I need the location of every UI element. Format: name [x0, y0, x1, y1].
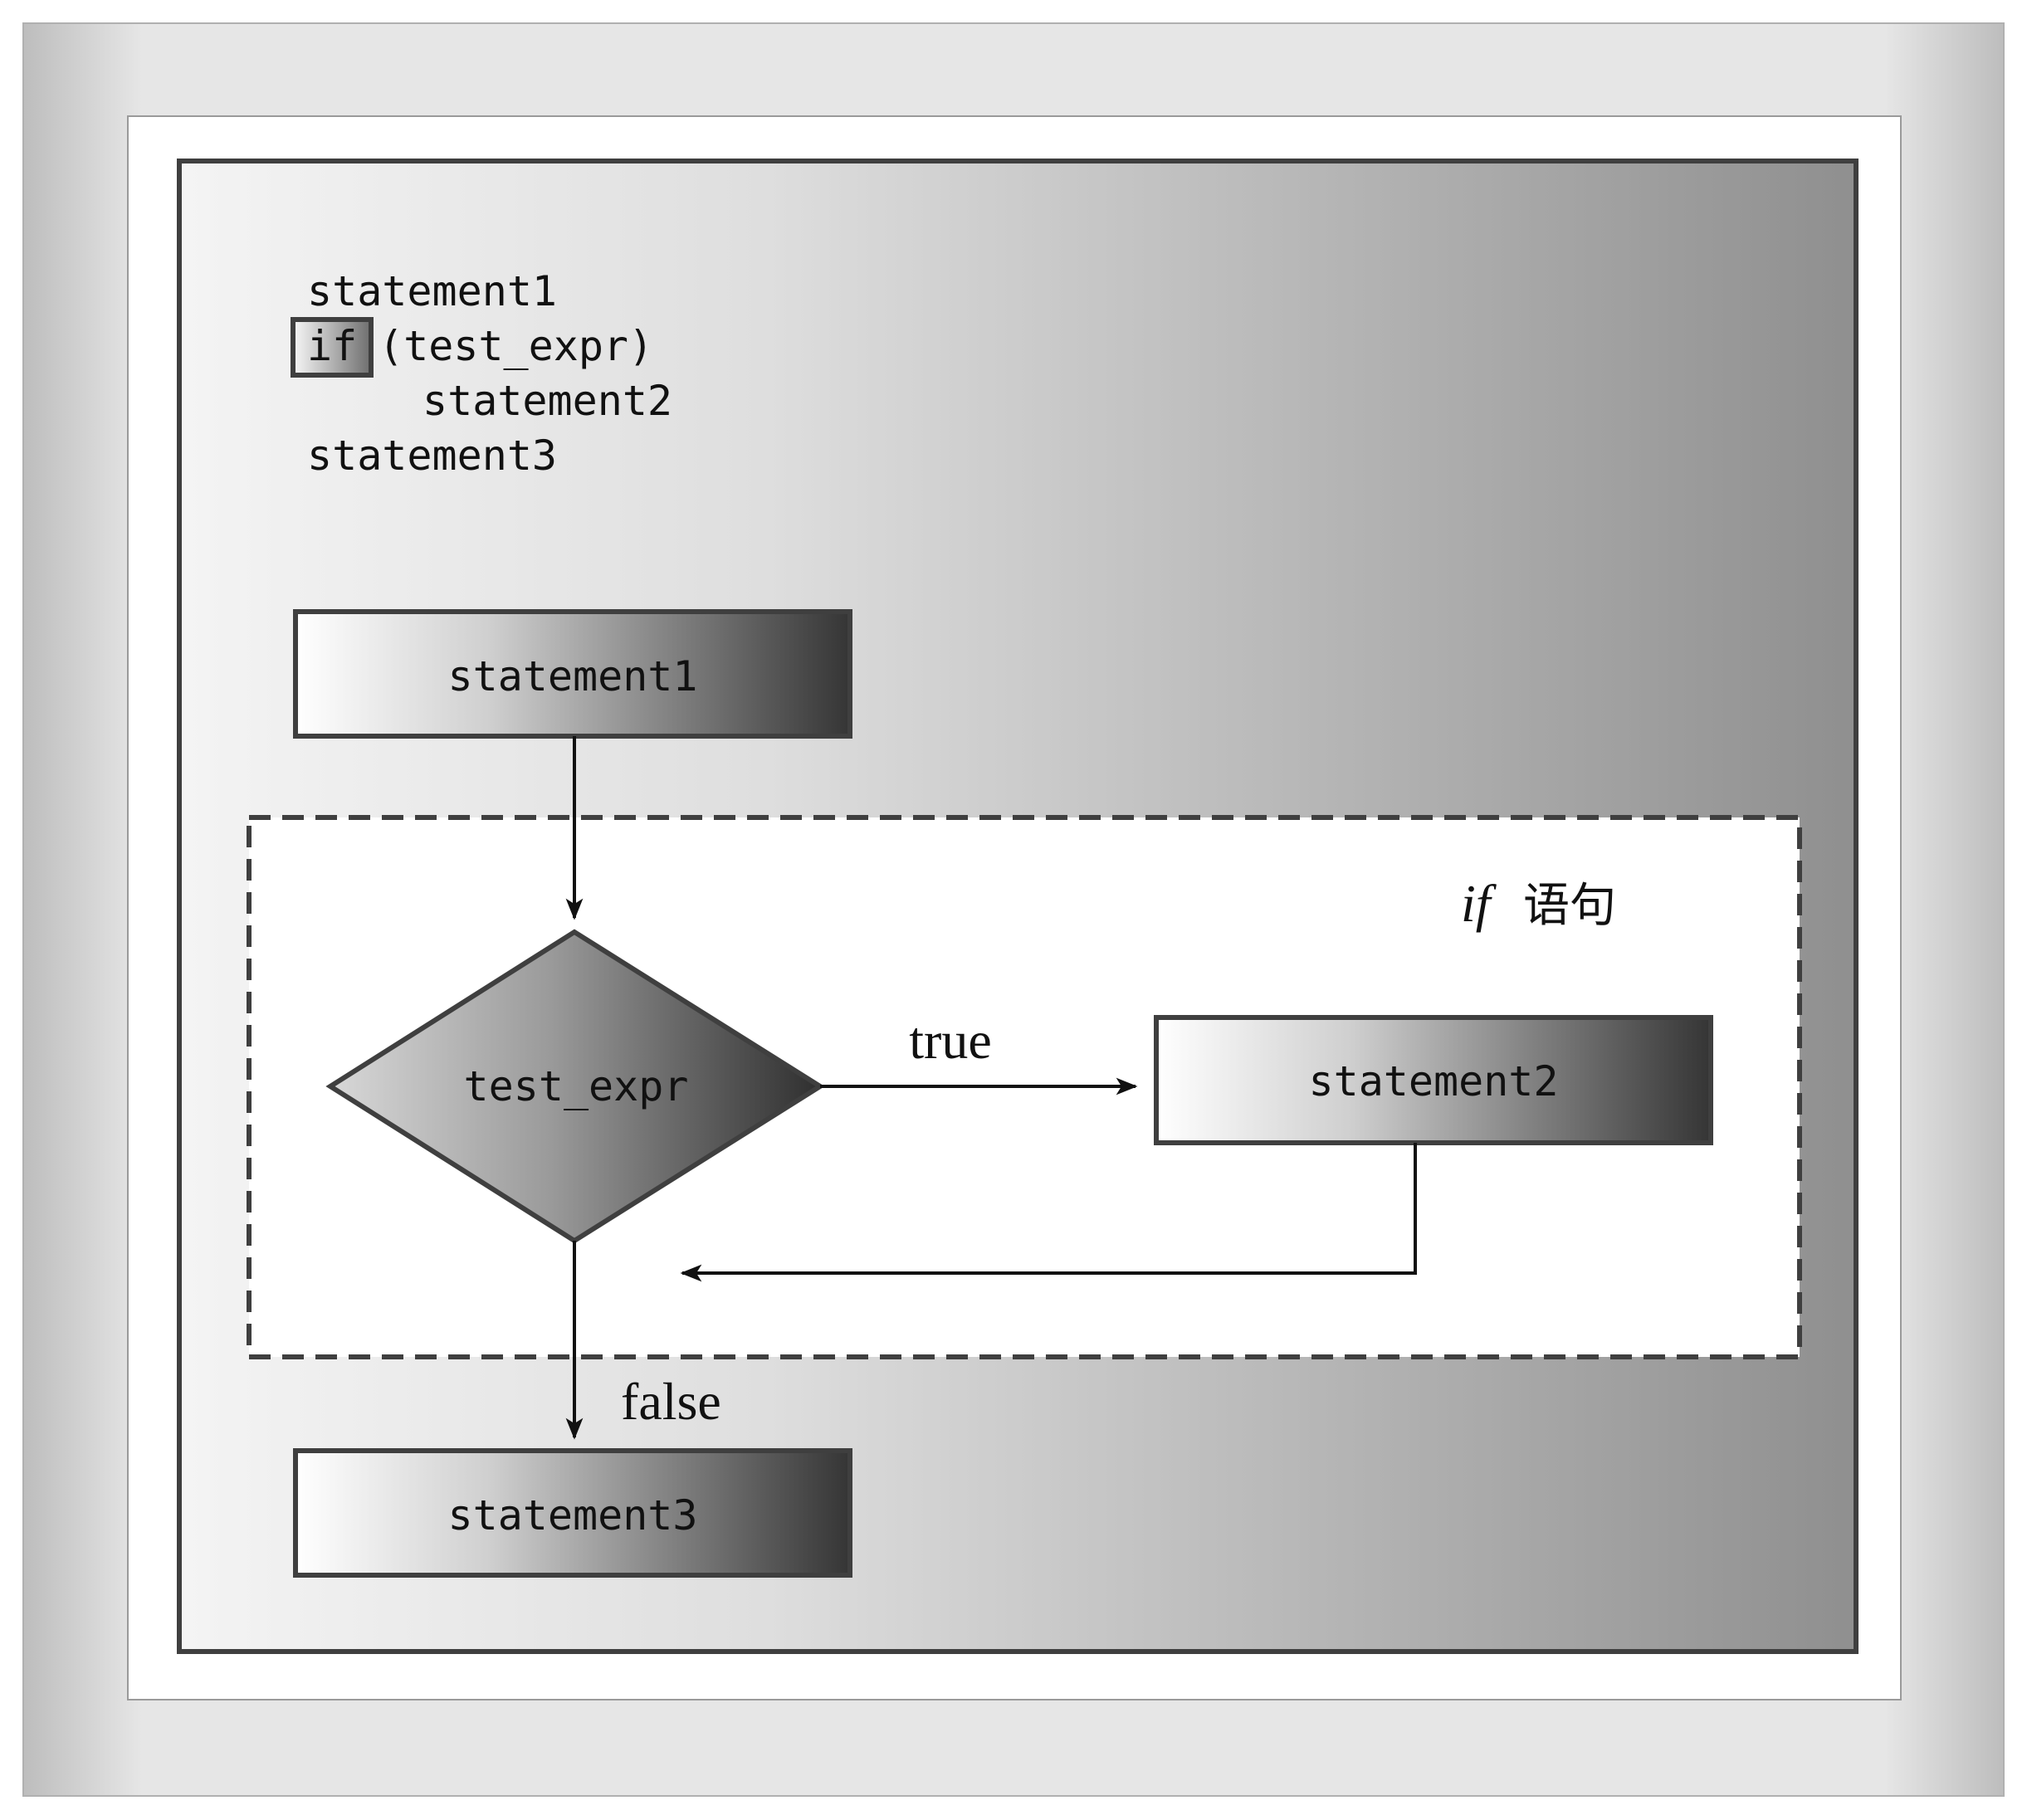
code-keyword-if: if	[307, 322, 357, 370]
node-statement1	[293, 609, 852, 739]
code-line-statement1: statement1	[307, 267, 557, 315]
node-statement2-label: statement2	[1308, 1057, 1558, 1105]
code-line-statement3: statement3	[307, 432, 557, 480]
edge-true-label: true	[909, 1011, 992, 1070]
node-statement1-label: statement1	[447, 652, 697, 700]
code-line-test-expr: (test_expr)	[379, 322, 653, 370]
node-decision-label: test_expr	[464, 1062, 689, 1110]
edge-false-label: false	[621, 1372, 721, 1431]
outer-frame-border	[22, 22, 2005, 1797]
if-keyword-box	[291, 317, 374, 378]
node-statement3-label: statement3	[447, 1491, 697, 1539]
region-label-text: 语句	[1523, 881, 1616, 932]
node-statement3	[293, 1448, 852, 1578]
code-line-statement2: statement2	[422, 377, 672, 425]
edge-statement2-return	[680, 1143, 1417, 1282]
node-statement2	[1154, 1015, 1713, 1145]
